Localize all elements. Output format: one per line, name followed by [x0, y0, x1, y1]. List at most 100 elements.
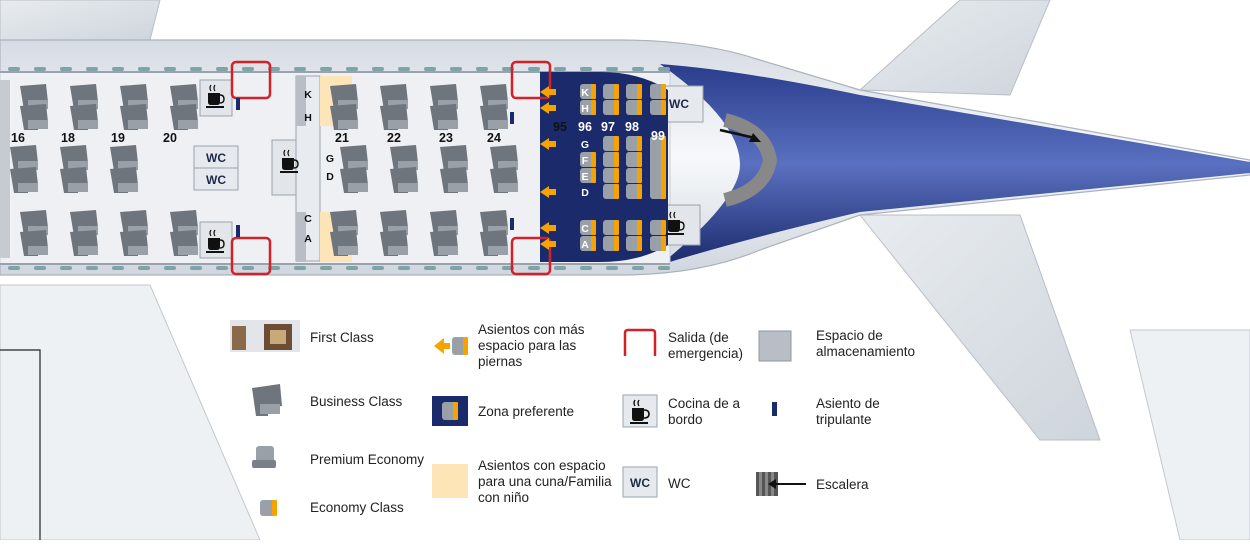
economy-seat[interactable] [650, 145, 666, 160]
row-label: 19 [111, 131, 125, 145]
economy-seat[interactable] [626, 236, 642, 251]
business-seat[interactable] [110, 145, 138, 171]
upper-stabilizer [858, 0, 1051, 96]
business-seat[interactable] [440, 145, 468, 171]
window [8, 67, 20, 71]
business-seat[interactable] [330, 210, 358, 236]
extra-legroom-arrow [540, 86, 556, 98]
business-seat[interactable] [120, 104, 148, 130]
window [320, 266, 332, 270]
economy-seat[interactable] [603, 236, 619, 251]
business-seat[interactable] [70, 230, 98, 256]
economy-seat[interactable] [603, 168, 619, 183]
economy-seat[interactable] [603, 152, 619, 167]
economy-seat[interactable] [580, 152, 596, 167]
business-seat[interactable] [330, 104, 358, 130]
economy-seat[interactable] [626, 184, 642, 199]
crew-seat-icon [772, 402, 777, 416]
crew-seat [510, 218, 514, 230]
business-seat[interactable] [10, 167, 38, 193]
legend-wc-text: WC [668, 476, 691, 491]
business-seat[interactable] [430, 210, 458, 236]
business-seat[interactable] [330, 84, 358, 110]
business-seat[interactable] [380, 104, 408, 130]
galley-icon [280, 149, 299, 173]
seat-letter: H [304, 112, 312, 124]
business-seat[interactable] [120, 230, 148, 256]
business-seat[interactable] [70, 84, 98, 110]
window [554, 266, 566, 270]
window [112, 67, 124, 71]
economy-seat[interactable] [580, 100, 596, 115]
business-seat[interactable] [110, 167, 138, 193]
wc-block-left: WC WC [193, 145, 239, 191]
business-seat[interactable] [170, 210, 198, 236]
business-seat[interactable] [60, 167, 88, 193]
business-seat[interactable] [480, 104, 508, 130]
business-seat[interactable] [70, 210, 98, 236]
economy-seat[interactable] [650, 220, 666, 235]
economy-seat[interactable] [603, 136, 619, 151]
window [476, 67, 488, 71]
business-seat[interactable] [480, 210, 508, 236]
business-seat[interactable] [480, 84, 508, 110]
economy-seat[interactable] [650, 236, 666, 251]
economy-seat[interactable] [603, 220, 619, 235]
window [528, 67, 540, 71]
window [658, 67, 670, 71]
economy-seat[interactable] [580, 236, 596, 251]
business-seat[interactable] [10, 145, 38, 171]
economy-seat[interactable] [580, 168, 596, 183]
business-seat[interactable] [380, 84, 408, 110]
business-seat[interactable] [330, 230, 358, 256]
business-seat[interactable] [490, 167, 518, 193]
business-seat[interactable] [380, 210, 408, 236]
economy-seat[interactable] [603, 184, 619, 199]
economy-seat[interactable] [650, 178, 666, 193]
business-seat[interactable] [20, 104, 48, 130]
window [86, 67, 98, 71]
economy-seat[interactable] [626, 84, 642, 99]
extra-legroom-icon [434, 337, 468, 355]
window [450, 266, 462, 270]
economy-seat[interactable] [650, 84, 666, 99]
business-seat[interactable] [340, 145, 368, 171]
business-seat[interactable] [390, 167, 418, 193]
business-seat[interactable] [20, 230, 48, 256]
business-seat[interactable] [430, 84, 458, 110]
legend-extra-legroom-text: Asientos con más espacio para las pierna… [478, 322, 585, 369]
legend-first-class-text: First Class [310, 330, 374, 345]
business-seat[interactable] [170, 104, 198, 130]
business-seat[interactable] [340, 167, 368, 193]
economy-seat[interactable] [626, 100, 642, 115]
business-seat[interactable] [20, 210, 48, 236]
business-seat[interactable] [380, 230, 408, 256]
economy-seat[interactable] [626, 152, 642, 167]
business-seat[interactable] [440, 167, 468, 193]
business-seat[interactable] [490, 145, 518, 171]
economy-seat[interactable] [580, 220, 596, 235]
business-seat[interactable] [390, 145, 418, 171]
economy-seat[interactable] [626, 220, 642, 235]
economy-seat[interactable] [580, 84, 596, 99]
business-seat[interactable] [20, 84, 48, 110]
business-seat[interactable] [120, 84, 148, 110]
business-seat[interactable] [120, 210, 148, 236]
window [372, 67, 384, 71]
economy-seat[interactable] [603, 100, 619, 115]
window [112, 266, 124, 270]
business-seat[interactable] [480, 230, 508, 256]
economy-seat[interactable] [650, 100, 666, 115]
economy-seat[interactable] [626, 168, 642, 183]
economy-seat[interactable] [626, 136, 642, 151]
economy-seat[interactable] [650, 162, 666, 177]
business-seat[interactable] [430, 230, 458, 256]
economy-seat[interactable] [603, 84, 619, 99]
business-seat[interactable] [60, 145, 88, 171]
business-seat[interactable] [170, 84, 198, 110]
business-seat[interactable] [170, 230, 198, 256]
business-seat[interactable] [70, 104, 98, 130]
crew-seat [236, 98, 240, 110]
business-seat[interactable] [430, 104, 458, 130]
window [164, 67, 176, 71]
